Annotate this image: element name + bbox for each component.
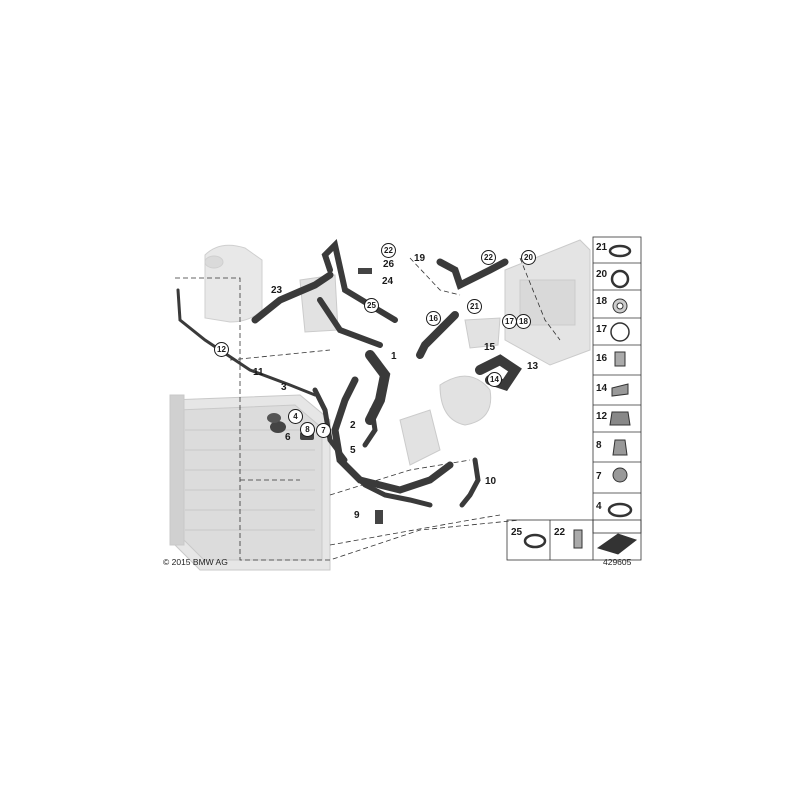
callout-7: 7 (316, 423, 331, 438)
callout-14: 14 (487, 372, 502, 387)
legend-label-7: 7 (596, 471, 602, 482)
callout-16: 16 (426, 311, 441, 326)
radiator (169, 394, 331, 571)
engine-block (504, 239, 591, 366)
fittings (267, 268, 383, 524)
legend-label-22: 22 (554, 527, 566, 538)
legend-label-16: 16 (596, 353, 608, 364)
callout-6: 6 (285, 432, 291, 443)
callout-11: 11 (253, 367, 264, 378)
callout-24: 24 (382, 276, 394, 287)
callout-1: 1 (391, 351, 397, 362)
legend-label-21: 21 (596, 242, 608, 253)
legend-part-icons (523, 244, 638, 555)
callout-23: 23 (271, 285, 283, 296)
legend-label-4: 4 (596, 501, 602, 512)
callout-22: 22 (381, 243, 396, 258)
callout-5: 5 (350, 445, 356, 456)
callout-26: 26 (383, 259, 395, 270)
callout-17: 17 (502, 314, 517, 329)
callout-9: 9 (354, 510, 360, 521)
callout-8: 8 (300, 422, 315, 437)
legend-label-17: 17 (596, 324, 608, 335)
callout-22b: 22 (481, 250, 496, 265)
legend-label-12: 12 (596, 411, 608, 422)
callout-4: 4 (288, 409, 303, 424)
legend-label-14: 14 (596, 383, 608, 394)
callout-2: 2 (350, 420, 356, 431)
legend-label-20: 20 (596, 269, 608, 280)
legend-label-25: 25 (511, 527, 523, 538)
legend-label-18: 18 (596, 296, 608, 307)
callout-21: 21 (467, 299, 482, 314)
legend-label-8: 8 (596, 440, 602, 451)
callout-18: 18 (516, 314, 531, 329)
callout-13: 13 (527, 361, 539, 372)
callout-12: 12 (214, 342, 229, 357)
callout-3: 3 (281, 382, 287, 393)
diagram-number: 429605 (603, 557, 632, 567)
callout-10: 10 (485, 476, 497, 487)
parts-legend-grid (506, 236, 642, 561)
copyright-text: © 2015 BMW AG (163, 557, 228, 567)
callout-15: 15 (484, 342, 496, 353)
expansion-tank (204, 244, 263, 323)
callout-20: 20 (521, 250, 536, 265)
callout-19: 19 (414, 253, 426, 264)
callout-25: 25 (364, 298, 379, 313)
